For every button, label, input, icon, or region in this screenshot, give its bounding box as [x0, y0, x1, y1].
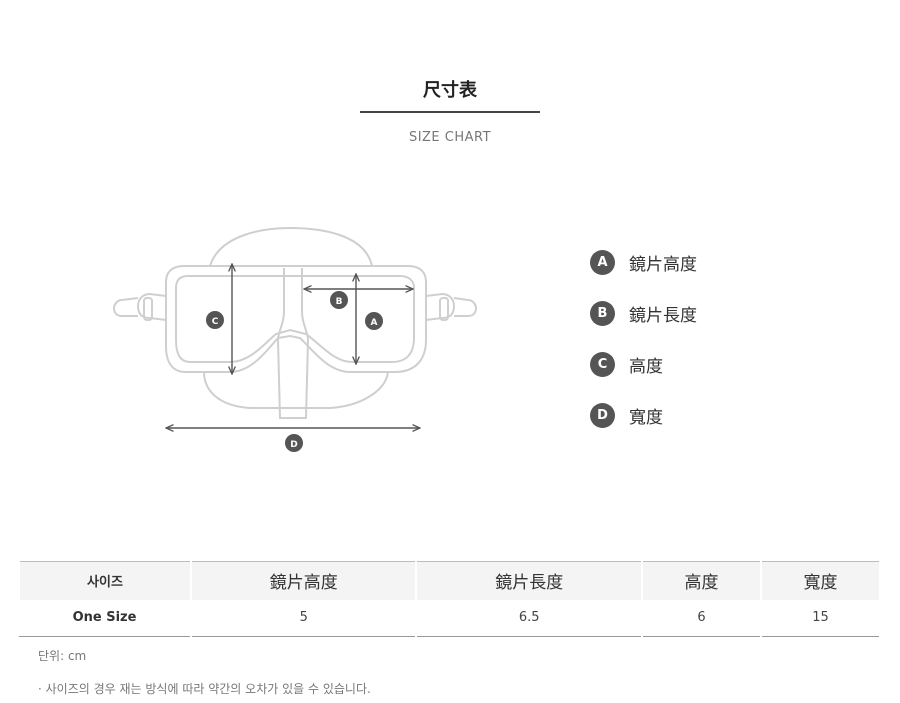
header-lens-height: 鏡片高度 — [189, 561, 418, 600]
legend-item-a: A 鏡片高度 — [590, 250, 697, 275]
cell-lens-length: 6.5 — [415, 599, 643, 637]
legend-badge-b: B — [590, 301, 615, 326]
svg-text:A: A — [371, 318, 378, 328]
disclaimer-note: · 사이즈의 경우 재는 방식에 따라 약간의 오차가 있을 수 있습니다. — [38, 682, 371, 696]
legend-label-b: 鏡片長度 — [629, 306, 697, 326]
measure-arrows — [166, 264, 420, 428]
cell-height: 6 — [641, 599, 762, 637]
svg-text:B: B — [336, 297, 343, 307]
table-header-row: 사이즈 鏡片高度 鏡片長度 高度 寬度 — [18, 561, 882, 600]
header-height: 高度 — [640, 561, 762, 600]
size-table: 사이즈 鏡片高度 鏡片長度 高度 寬度 One Size 5 6.5 6 15 — [18, 561, 882, 637]
mask-diagram: C B A D — [112, 226, 478, 452]
legend-badge-c: C — [590, 352, 615, 377]
unit-note: 단위: cm — [38, 649, 87, 663]
legend-item-c: C 高度 — [590, 352, 697, 377]
svg-text:C: C — [212, 317, 219, 327]
cell-size: One Size — [19, 599, 192, 637]
legend-label-c: 高度 — [629, 357, 663, 377]
diagram-marker-a: A — [365, 312, 383, 330]
cell-width: 15 — [760, 599, 882, 637]
diagram-marker-d: D — [285, 434, 303, 452]
header-width: 寬度 — [759, 561, 882, 600]
legend-badge-d: D — [590, 403, 615, 428]
legend-item-d: D 寬度 — [590, 403, 697, 428]
page-title: 尺寸表 — [423, 80, 477, 101]
legend-label-d: 寬度 — [629, 408, 663, 428]
measurement-legend: A 鏡片高度 B 鏡片長度 C 高度 D 寬度 — [590, 250, 697, 454]
title-divider — [360, 111, 540, 113]
mask-outline — [112, 226, 478, 419]
legend-item-b: B 鏡片長度 — [590, 301, 697, 326]
diagram-marker-c: C — [206, 311, 224, 329]
cell-lens-height: 5 — [190, 599, 418, 637]
page-subtitle: SIZE CHART — [408, 130, 492, 145]
legend-badge-a: A — [590, 250, 615, 275]
legend-label-a: 鏡片高度 — [629, 255, 697, 275]
header-lens-length: 鏡片長度 — [415, 561, 643, 600]
diagram-marker-b: B — [330, 291, 348, 309]
table-row: One Size 5 6.5 6 15 — [19, 599, 882, 637]
header-size: 사이즈 — [18, 561, 192, 600]
svg-text:D: D — [290, 440, 297, 450]
